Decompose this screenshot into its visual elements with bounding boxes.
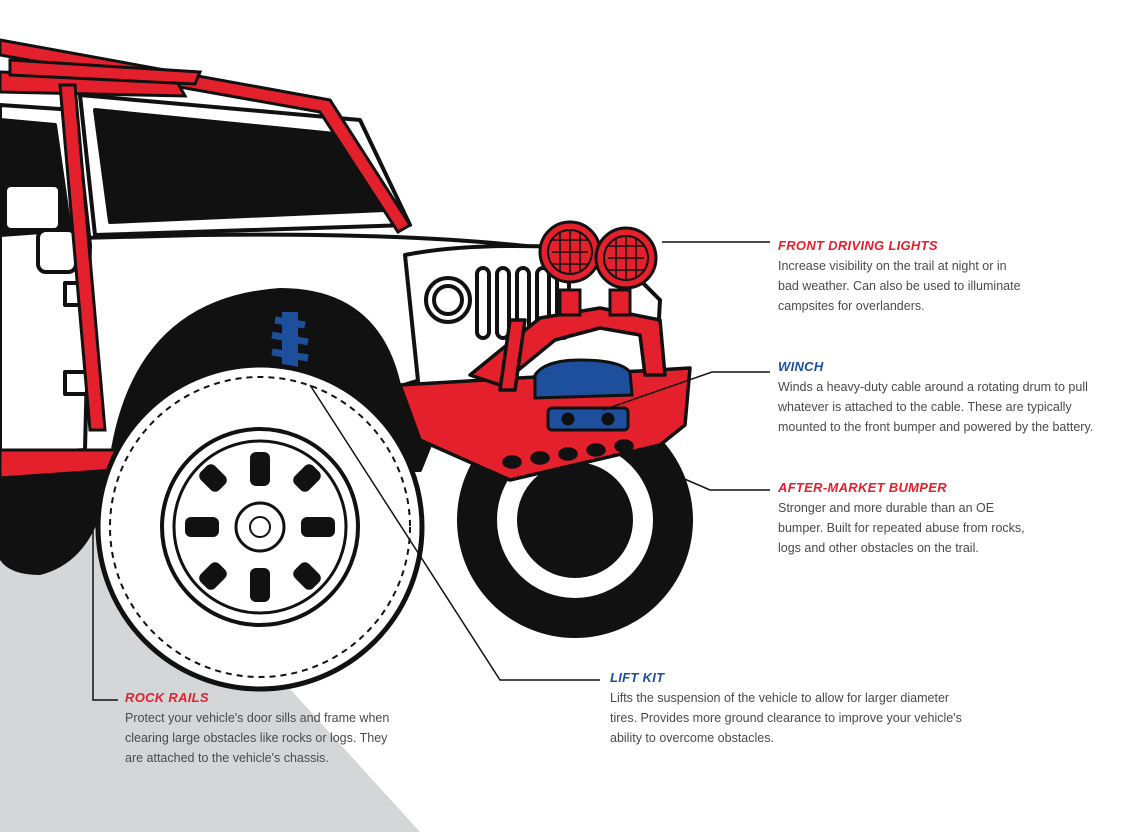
roll-cage — [0, 38, 413, 432]
callout-text-line: whatever is attached to the cable. These… — [778, 400, 1072, 414]
callout-after-market-bumper: AFTER-MARKET BUMPER Stronger and more du… — [778, 480, 1025, 558]
callout-front-driving-lights: FRONT DRIVING LIGHTS Increase visibility… — [778, 238, 1021, 316]
callout-text-line: bad weather. Can also be used to illumin… — [778, 279, 1021, 293]
callout-title: AFTER-MARKET BUMPER — [778, 480, 947, 495]
driving-lights — [538, 220, 658, 317]
callout-text-line: campsites for overlanders. — [778, 299, 925, 313]
left-wheel-partial — [0, 470, 110, 575]
callout-lift-kit: LIFT KIT Lifts the suspension of the veh… — [610, 670, 962, 748]
callout-text-line: bumper. Built for repeated abuse from ro… — [778, 521, 1025, 535]
callout-text-line: ability to overcome obstacles. — [610, 731, 774, 745]
callout-text-line: tires. Provides more ground clearance to… — [610, 711, 962, 725]
front-wheel — [95, 362, 425, 692]
callout-text-line: Lifts the suspension of the vehicle to a… — [610, 691, 950, 705]
callout-winch: WINCH Winds a heavy-duty cable around a … — [778, 359, 1093, 437]
callout-text-line: Winds a heavy-duty cable around a rotati… — [778, 380, 1088, 394]
callout-text-line: Protect your vehicle's door sills and fr… — [125, 711, 390, 725]
callout-title: FRONT DRIVING LIGHTS — [778, 238, 938, 253]
callout-text-line: Increase visibility on the trail at nigh… — [778, 259, 1007, 273]
callout-rock-rails: ROCK RAILS Protect your vehicle's door s… — [125, 690, 389, 768]
winch — [533, 358, 634, 432]
callout-text-line: clearing large obstacles like rocks or l… — [125, 731, 388, 745]
callout-text-line: logs and other obstacles on the trail. — [778, 541, 979, 555]
leader-lines — [92, 241, 770, 701]
callout-title: WINCH — [778, 359, 824, 374]
callout-title: ROCK RAILS — [125, 690, 209, 705]
callout-title: LIFT KIT — [610, 670, 665, 685]
callout-text-line: are attached to the vehicle's chassis. — [125, 751, 329, 765]
callout-text-line: Stronger and more durable than an OE — [778, 501, 995, 515]
callout-text-line: mounted to the front bumper and powered … — [778, 420, 1094, 434]
